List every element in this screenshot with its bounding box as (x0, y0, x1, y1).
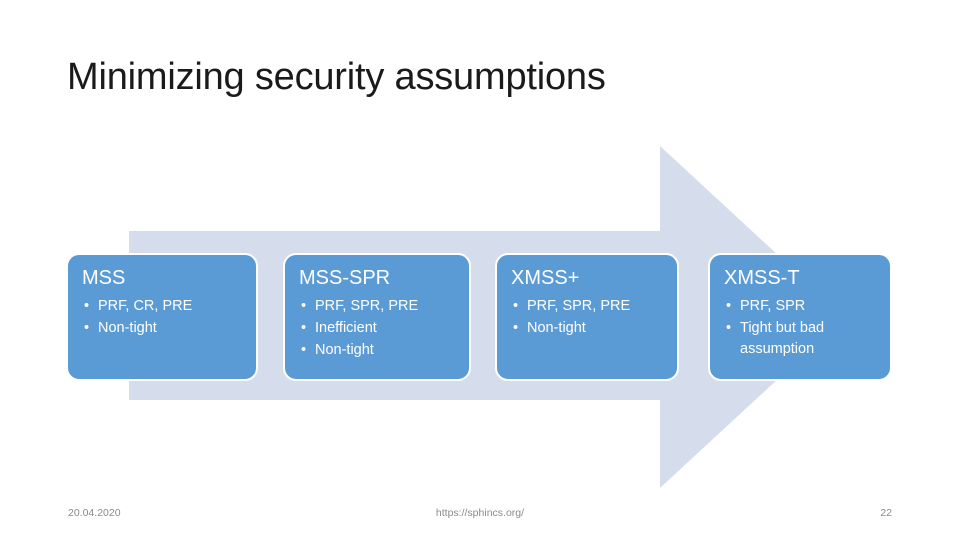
footer-page-number: 22 (880, 507, 892, 519)
bullet-text: Tight but bad assumption (740, 320, 825, 358)
box-title: XMSS+ (511, 267, 580, 289)
bullet-dot-icon: • (726, 298, 732, 314)
bullet-dot-icon: • (84, 320, 90, 337)
bullet-list: • PRF, SPR • Tight but bad assumption (724, 296, 876, 360)
list-item: • PRF, SPR, PRE (299, 296, 455, 317)
bullet-list: • PRF, CR, PRE • Non-tight (82, 296, 242, 339)
footer-url[interactable]: https://sphincs.org/ (435, 507, 525, 519)
bullet-text: PRF, SPR, PRE (527, 298, 631, 314)
bullet-text: PRF, SPR, PRE (315, 298, 419, 314)
process-box-xmss-plus[interactable]: XMSS+ • PRF, SPR, PRE • Non-tight (495, 253, 679, 381)
box-title: MSS (82, 267, 126, 289)
bullet-text: PRF, SPR (740, 298, 806, 314)
bullet-list: • PRF, SPR, PRE • Inefficient • Non-tigh… (299, 296, 455, 361)
bullet-text: Non-tight (315, 342, 374, 359)
process-box-row: MSS • PRF, CR, PRE • Non-tight MSS-SPR •… (0, 253, 960, 381)
list-item: • PRF, SPR (724, 296, 876, 317)
bullet-text: PRF, CR, PRE (98, 298, 193, 314)
bullet-text: Inefficient (315, 320, 377, 337)
bullet-dot-icon: • (301, 320, 307, 337)
list-item: • Non-tight (82, 318, 242, 339)
list-item: • PRF, SPR, PRE (511, 296, 663, 317)
bullet-dot-icon: • (513, 320, 519, 337)
box-title: MSS-SPR (299, 267, 391, 289)
bullet-dot-icon: • (301, 298, 307, 314)
list-item: • Inefficient (299, 318, 455, 339)
bullet-dot-icon: • (726, 320, 732, 337)
box-title: XMSS-T (724, 267, 800, 289)
bullet-text: Non-tight (98, 320, 157, 337)
bullet-list: • PRF, SPR, PRE • Non-tight (511, 296, 663, 339)
process-box-mss[interactable]: MSS • PRF, CR, PRE • Non-tight (66, 253, 258, 381)
process-box-mss-spr[interactable]: MSS-SPR • PRF, SPR, PRE • Inefficient • … (283, 253, 471, 381)
page-title: Minimizing security assumptions (67, 56, 606, 98)
list-item: • PRF, CR, PRE (82, 296, 242, 317)
footer-date: 20.04.2020 (68, 507, 121, 519)
bullet-text: Non-tight (527, 320, 586, 337)
bullet-dot-icon: • (84, 298, 90, 314)
list-item: • Tight but bad assumption (724, 318, 876, 360)
list-item: • Non-tight (299, 340, 455, 361)
bullet-dot-icon: • (513, 298, 519, 314)
list-item: • Non-tight (511, 318, 663, 339)
process-box-xmss-t[interactable]: XMSS-T • PRF, SPR • Tight but bad assump… (708, 253, 892, 381)
bullet-dot-icon: • (301, 342, 307, 359)
